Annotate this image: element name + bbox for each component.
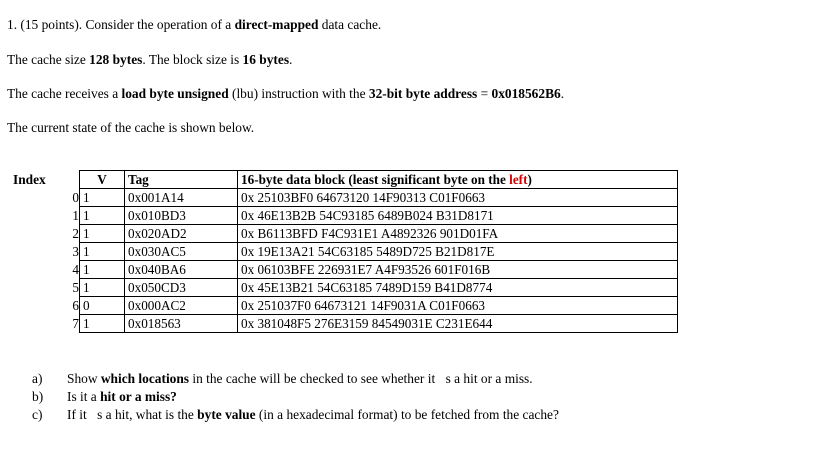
cache-state-line: The current state of the cache is shown … [7, 120, 255, 135]
data-block: 0x B6113BFD F4C931E1 A4892326 901D01FA [237, 224, 678, 243]
left-highlight: left [509, 171, 528, 187]
question-b: b)Is it a hit or a miss? [32, 389, 177, 404]
valid-bit: 1 [79, 188, 125, 207]
row-index: 4 [72, 261, 79, 277]
valid-bit: 1 [79, 260, 125, 279]
data-block: 0x 251037F0 64673121 14F9031A C01F0663 [237, 296, 678, 315]
tag-value: 0x050CD3 [124, 278, 238, 297]
data-block: 0x 45E13B21 54C63185 7489D159 B41D8774 [237, 278, 678, 297]
valid-bit: 1 [79, 206, 125, 225]
valid-bit: 1 [79, 242, 125, 261]
valid-bit: 1 [79, 314, 125, 333]
index-column-spacer [63, 171, 80, 189]
block-header: 16-byte data block (least significant by… [237, 170, 678, 189]
cache-table: V Tag 16-byte data block (least signific… [63, 170, 678, 333]
data-block: 0x 25103BF0 64673120 14F90313 C01F0663 [237, 188, 678, 207]
tag-value: 0x040BA6 [124, 260, 238, 279]
v-header: V [79, 170, 125, 189]
row-index: 6 [72, 297, 79, 313]
question-title: 1. (15 points). Consider the operation o… [7, 17, 382, 32]
table-header-row: V Tag 16-byte data block (least signific… [63, 170, 678, 189]
tag-value: 0x030AC5 [124, 242, 238, 261]
tag-value: 0x018563 [124, 314, 238, 333]
question-a: a)Show which locations in the cache will… [32, 371, 533, 386]
data-block: 0x 19E13A21 54C63185 5489D725 B21D817E [237, 242, 678, 261]
data-block: 0x 06103BFE 226931E7 A4F93526 601F016B [237, 260, 678, 279]
instruction-line: The cache receives a load byte unsigned … [7, 86, 565, 101]
tag-value: 0x020AD2 [124, 224, 238, 243]
data-block: 0x 381048F5 276E3159 84549031E C231E644 [237, 314, 678, 333]
row-index: 3 [72, 243, 79, 259]
tag-value: 0x001A14 [124, 188, 238, 207]
row-index: 1 [72, 207, 79, 223]
tag-header: Tag [124, 170, 238, 189]
index-header: Index [13, 172, 46, 187]
valid-bit: 1 [79, 224, 125, 243]
question-c: c)If it s a hit, what is the byte value … [32, 407, 559, 422]
valid-bit: 0 [79, 296, 125, 315]
row-index: 7 [72, 315, 79, 331]
data-block: 0x 46E13B2B 54C93185 6489B024 B31D8171 [237, 206, 678, 225]
row-index: 5 [72, 279, 79, 295]
tag-value: 0x010BD3 [124, 206, 238, 225]
cache-size-line: The cache size 128 bytes. The block size… [7, 52, 293, 67]
row-index: 2 [72, 225, 79, 241]
valid-bit: 1 [79, 278, 125, 297]
tag-value: 0x000AC2 [124, 296, 238, 315]
row-index: 0 [72, 189, 79, 205]
